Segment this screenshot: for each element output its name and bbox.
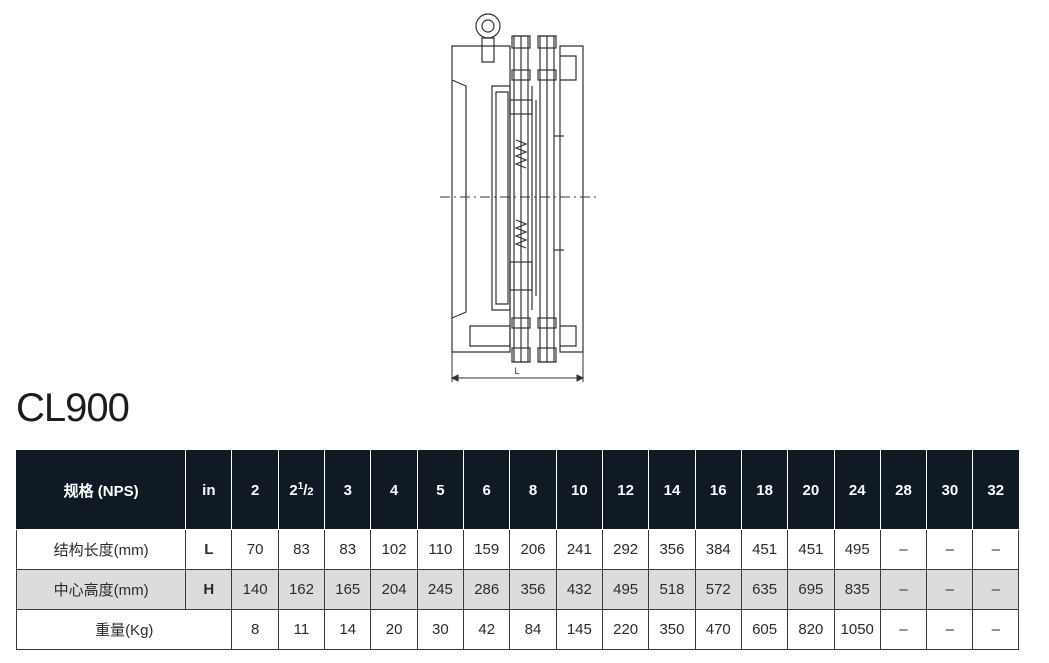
value-cell: 286 [463,569,511,610]
value-cell: 384 [694,529,742,570]
value-cell: 695 [787,569,835,610]
value-cell: 495 [601,569,650,610]
value-cell: 292 [601,529,650,570]
header-unit: in [185,450,233,530]
size-cell: 8 [509,450,557,530]
value-cell: 356 [648,529,696,570]
value-cell: – [926,609,974,650]
value-cell: 83 [277,529,326,570]
value-cell: 635 [740,569,789,610]
value-cell: 350 [648,609,696,650]
size-cell: 2 [231,450,279,530]
value-cell: – [879,529,928,570]
value-cell: 162 [277,569,326,610]
size-cell: 24 [833,450,881,530]
value-cell: 11 [277,609,326,650]
size-cell: 14 [648,450,696,530]
value-cell: 206 [509,529,557,570]
value-cell: 518 [648,569,696,610]
value-cell: 102 [370,529,418,570]
size-cell: 12 [601,450,650,530]
size-cell: 3 [324,450,372,530]
value-cell: 20 [370,609,418,650]
value-cell: 14 [324,609,372,650]
value-cell: 495 [833,529,881,570]
value-cell: 432 [555,569,603,610]
value-cell: 145 [555,609,603,650]
value-cell: 451 [740,529,789,570]
row-label: 结构长度(mm) [15,529,187,570]
size-cell: 20 [787,450,835,530]
value-cell: – [972,569,1019,610]
header-label: 规格 (NPS) [15,450,187,530]
value-cell: – [926,569,974,610]
value-cell: – [879,609,928,650]
value-cell: 204 [370,569,418,610]
row-label: 中心高度(mm) [15,569,187,610]
value-cell: 356 [509,569,557,610]
value-cell: – [879,569,928,610]
size-cell: 28 [879,450,928,530]
value-cell: 83 [324,529,372,570]
value-cell: – [926,529,974,570]
value-cell: 451 [787,529,835,570]
header-row: 规格 (NPS) in 2 21/2 3 4 5 6 8 10 12 14 16… [15,450,1019,530]
size-cell: 5 [416,450,465,530]
value-cell: 165 [324,569,372,610]
value-cell: 159 [463,529,511,570]
value-cell: 8 [231,609,279,650]
size-cell: 18 [740,450,789,530]
size-cell: 32 [972,450,1019,530]
value-cell: 110 [416,529,465,570]
size-cell: 10 [555,450,603,530]
value-cell: 820 [787,609,835,650]
value-cell: 605 [740,609,789,650]
value-cell: 70 [231,529,279,570]
size-cell: 30 [926,450,974,530]
valve-section-drawing: L [440,13,596,382]
spec-table: 规格 (NPS) in 2 21/2 3 4 5 6 8 10 12 14 16… [15,450,1019,650]
value-cell: 30 [416,609,465,650]
value-cell: 245 [416,569,465,610]
model-title: CL900 [16,386,130,430]
value-cell: 1050 [833,609,881,650]
value-cell: 835 [833,569,881,610]
value-cell: 220 [601,609,650,650]
row-label: 重量(Kg) [15,609,233,650]
value-cell: 140 [231,569,279,610]
size-cell: 4 [370,450,418,530]
size-cell: 21/2 [277,450,326,530]
row-symbol: L [185,529,233,570]
dimension-label: L [514,366,519,376]
size-cell: 16 [694,450,742,530]
value-cell: 241 [555,529,603,570]
value-cell: 42 [463,609,511,650]
row-symbol: H [185,569,233,610]
value-cell: 84 [509,609,557,650]
value-cell: 470 [694,609,742,650]
value-cell: – [972,529,1019,570]
size-cell: 6 [463,450,511,530]
value-cell: 572 [694,569,742,610]
value-cell: – [972,609,1019,650]
